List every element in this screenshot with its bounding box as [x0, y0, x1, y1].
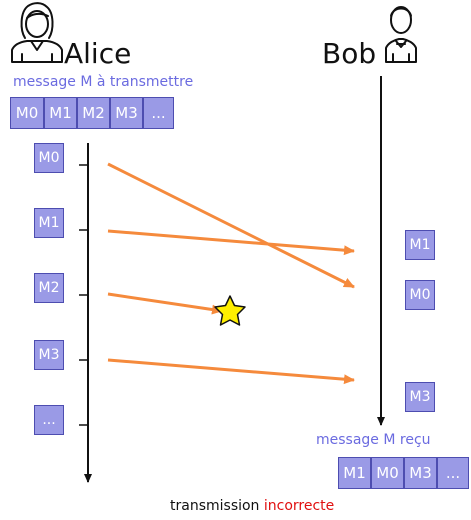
bob-name: Bob: [322, 37, 377, 70]
arrow-m0: [107, 162, 355, 289]
alice-message-caption: message M à transmettre: [13, 74, 194, 90]
footer-highlight: incorrecte: [263, 498, 335, 514]
alice-message-block: M2: [77, 97, 110, 129]
alice-timeline-block: M2: [34, 273, 64, 303]
bob-timeline-block: M3: [405, 382, 435, 412]
alice-icon: [11, 2, 63, 63]
bob-message-caption: message M reçu: [316, 432, 431, 448]
bob-message-block: M0: [371, 457, 404, 489]
bob-message-block: M3: [404, 457, 437, 489]
bob-icon: [385, 6, 417, 63]
alice-timeline-block: M0: [34, 143, 64, 173]
arrow-m3: [107, 358, 355, 385]
alice-name: Alice: [64, 37, 132, 70]
alice-ticks: [79, 164, 88, 426]
alice-message-block: M1: [44, 97, 77, 129]
arrow-m2-lost: [107, 292, 223, 315]
bob-timeline-block: M0: [405, 280, 435, 310]
alice-timeline-block: M1: [34, 208, 64, 238]
alice-timeline-block: M3: [34, 340, 64, 370]
alice-timeline-block: ...: [34, 405, 64, 435]
arrow-m1: [107, 229, 355, 256]
bob-message-block: M1: [338, 457, 371, 489]
alice-message-block: ...: [143, 97, 174, 129]
collision-star-icon: [214, 295, 246, 326]
footer-caption: transmission incorrecte: [170, 499, 334, 513]
alice-message-block: M0: [10, 97, 44, 129]
bob-message-block: ...: [437, 457, 469, 489]
bob-timeline-block: M1: [405, 230, 435, 260]
footer-prefix: transmission: [170, 498, 260, 514]
alice-message-block: M3: [110, 97, 143, 129]
